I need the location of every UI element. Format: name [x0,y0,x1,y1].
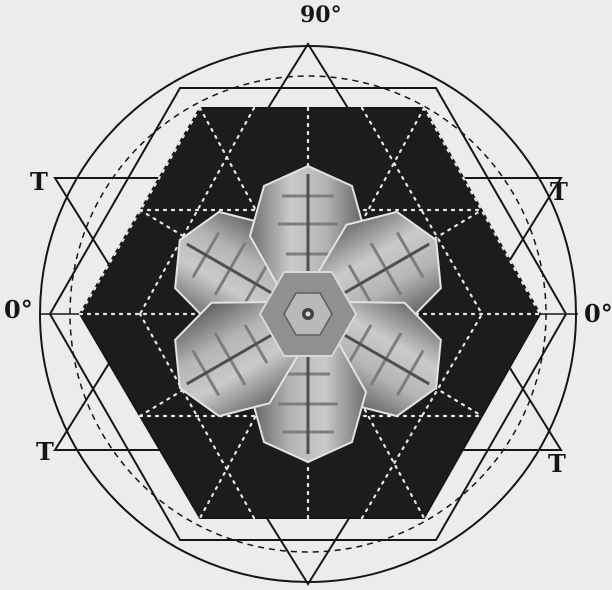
label-0-degrees-right: 0° [584,302,612,326]
label-t-lower-right: T [548,452,566,476]
label-t-upper-left: T [30,170,48,194]
label-0-degrees-left: 0° [4,298,33,322]
label-90-degrees: 90° [300,4,342,26]
label-t-lower-left: T [36,440,54,464]
label-t-upper-right: T [550,180,568,204]
